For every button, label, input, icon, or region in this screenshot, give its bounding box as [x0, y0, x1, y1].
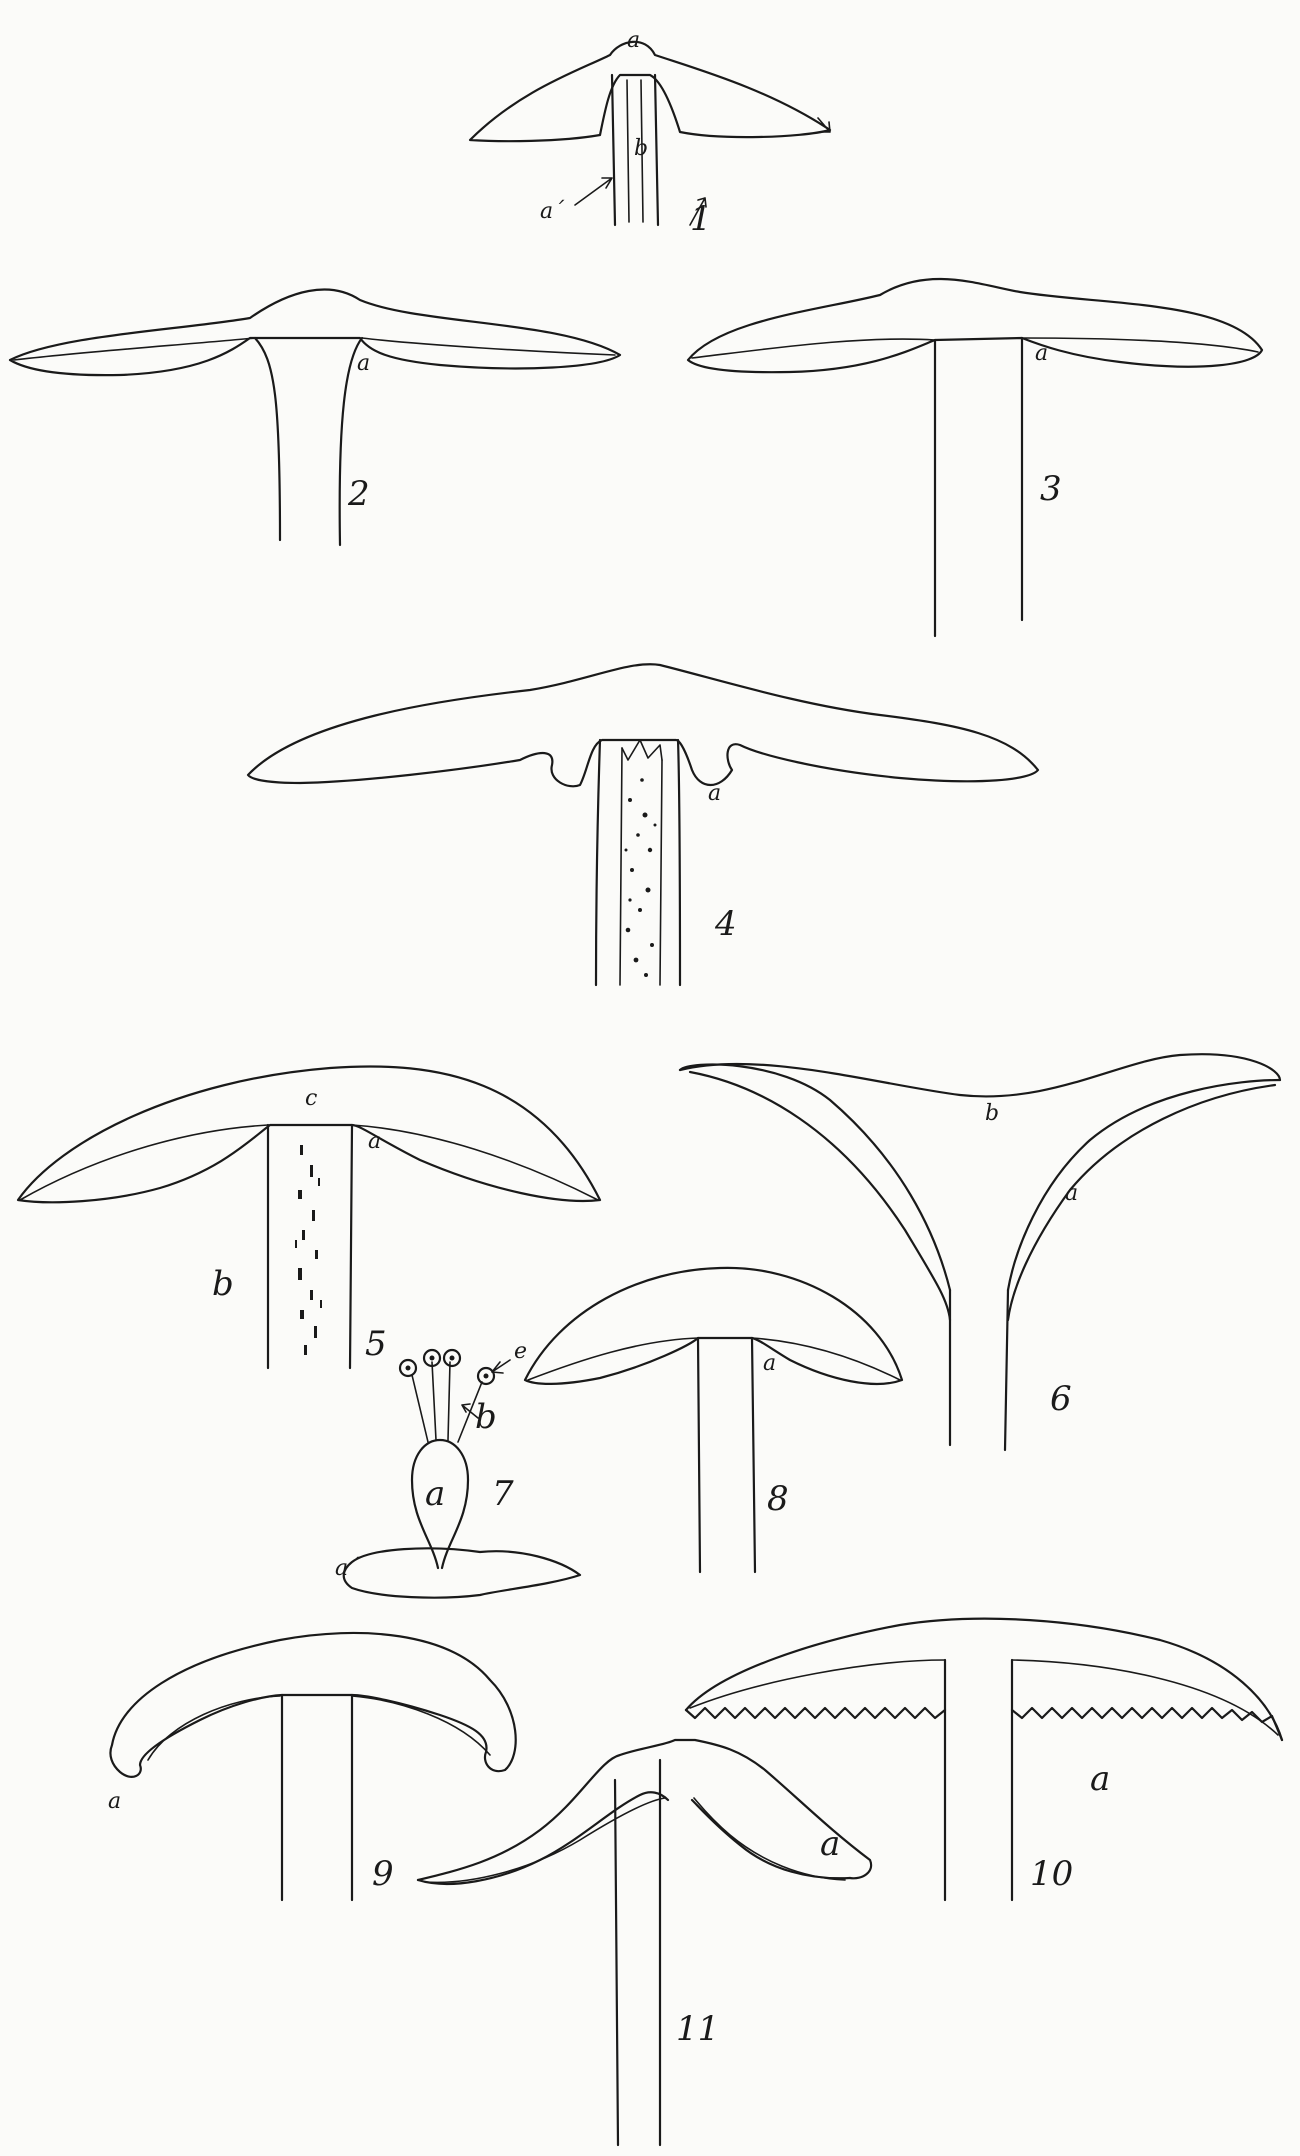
fig10-gill-inner-left	[690, 1660, 945, 1708]
fig4-core-left	[620, 748, 622, 985]
fig9-cap	[110, 1633, 515, 1777]
fig6-cap-outer-right	[1008, 1080, 1280, 1290]
fig9-gill-left	[148, 1696, 280, 1760]
fig2-cap	[10, 290, 620, 376]
fig1-arrow-tip	[818, 118, 830, 132]
fig7-arrow-e	[492, 1360, 510, 1373]
fig11-stem-left	[615, 1780, 618, 2145]
fig10-number: 10	[1030, 1854, 1073, 1894]
fig3-cap	[688, 279, 1262, 372]
fig4-cap	[248, 664, 1038, 786]
fig8-cap	[525, 1268, 902, 1384]
fig6-number: 6	[1050, 1379, 1072, 1419]
fig5-label-c: c	[305, 1086, 317, 1111]
fig8-number: 8	[767, 1479, 789, 1519]
fig7-base-plate	[344, 1548, 580, 1597]
fig6-label-b: b	[985, 1101, 999, 1126]
fig2-gill-right	[362, 338, 615, 355]
fig2-number: 2	[347, 474, 370, 514]
fig7-number: 7	[492, 1474, 514, 1514]
fig4-core-top	[622, 740, 662, 760]
fig1-stem-right	[655, 75, 658, 225]
fig7-label-b: b	[475, 1397, 497, 1437]
fig5-number: 5	[365, 1324, 387, 1364]
fig1-cap	[470, 42, 830, 141]
fig4-stem-left	[596, 740, 600, 985]
fig8-stem-right	[752, 1338, 755, 1572]
fig4-label-a: a	[708, 781, 721, 806]
figure-8: a 8	[525, 1268, 902, 1572]
fig6-cap-outer-left	[680, 1064, 950, 1290]
fig1-number: 1	[690, 199, 712, 239]
figure-2: a 2	[10, 290, 620, 545]
fig9-number: 9	[372, 1854, 394, 1894]
fig11-label-a: a	[820, 1824, 840, 1864]
fig6-cap-upper	[680, 1054, 1280, 1096]
fig9-gill-right	[352, 1696, 490, 1755]
fig10-cap	[686, 1619, 1282, 1740]
fig9-label-a: a	[108, 1789, 121, 1814]
fig3-number: 3	[1040, 469, 1062, 509]
fig8-label-a: a	[763, 1351, 776, 1376]
fig10-gill-edge-right	[1012, 1708, 1282, 1740]
fig2-stem-left	[255, 338, 280, 540]
figure-9: a 9	[108, 1633, 516, 1900]
fig1-label-a-prime: a´	[540, 199, 565, 224]
fig10-gill-edge-left	[686, 1708, 945, 1718]
fig5-stem-right	[350, 1125, 352, 1368]
fig5-gill-left	[20, 1125, 268, 1200]
fig5-label-b: b	[212, 1264, 234, 1304]
fig5-gill-right	[352, 1125, 598, 1200]
fig6-cap-inner-right	[1008, 1085, 1275, 1320]
fig1-label-a: a	[627, 28, 640, 53]
fig6-stem-right	[1005, 1290, 1008, 1450]
fig1-stem-left	[612, 75, 615, 225]
fig2-label-a: a	[357, 351, 370, 376]
fig11-number: 11	[676, 2009, 719, 2049]
fig4-stem-right	[678, 740, 680, 985]
fig10-gill-inner-right	[1012, 1660, 1278, 1735]
figure-10: a 10	[686, 1619, 1282, 1900]
fig7-label-a-prime: a´	[335, 1556, 360, 1581]
figure-4: a 4	[248, 664, 1038, 985]
figure-7: e b a 7 a´	[335, 1339, 580, 1598]
fig7-label-e: e	[514, 1339, 527, 1364]
fig4-core-right	[660, 760, 662, 985]
fig7-sterigmata	[412, 1362, 482, 1442]
figure-1: a b a´ 1	[470, 28, 830, 239]
figure-6: b a 6	[680, 1054, 1280, 1450]
fig4-core-speckles	[625, 778, 657, 977]
fig10-label-a: a	[1090, 1759, 1110, 1799]
fig8-stem-left	[698, 1338, 700, 1572]
fig4-number: 4	[714, 904, 737, 944]
fig1-label-b: b	[634, 136, 648, 161]
fig1-stem-inner-left	[627, 80, 629, 222]
fig1-arrow-a-prime	[575, 178, 612, 205]
fig7-label-a: a	[425, 1474, 445, 1514]
figure-5: c a b 5	[18, 1066, 600, 1368]
figure-3: a 3	[688, 279, 1262, 636]
fig5-label-a: a	[368, 1129, 381, 1154]
fig6-label-a: a	[1065, 1181, 1078, 1206]
figure-11: a 11	[418, 1740, 871, 2145]
fig5-core-speckles	[295, 1145, 322, 1355]
fig3-label-a: a	[1035, 341, 1048, 366]
